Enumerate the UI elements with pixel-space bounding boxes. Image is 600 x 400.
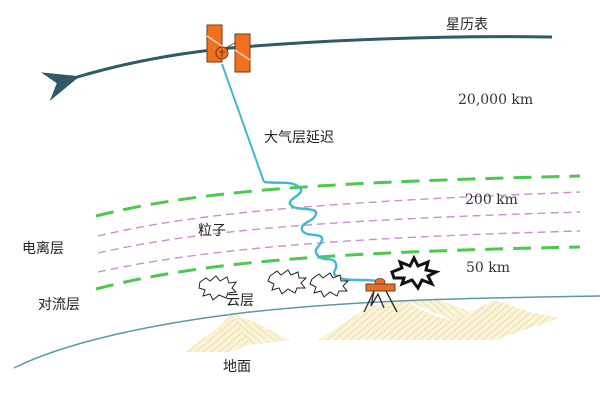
- troposphere-top-altitude-label: 50 km: [466, 260, 511, 276]
- terrain: [185, 300, 560, 352]
- particles-label: 粒子: [198, 223, 226, 239]
- ephemeris-label: 星历表: [446, 17, 488, 33]
- orbit-altitude-label: 20,000 km: [458, 92, 534, 108]
- orbit-arrow: [40, 35, 553, 102]
- earth-surface: [13, 295, 600, 369]
- ground-label: 地面: [223, 359, 251, 375]
- atmosphere-layers: [95, 174, 581, 291]
- multipath-burst-icon: [390, 254, 441, 291]
- signal-path: [221, 63, 383, 284]
- atmospheric-delay-label: 大气层延迟: [264, 130, 334, 146]
- satellite-icon: [206, 24, 251, 73]
- ionosphere-label: 电离层: [22, 241, 64, 257]
- clouds-icon: [198, 269, 350, 301]
- clouds-label: 云层: [226, 293, 254, 309]
- receiver-icon: [363, 278, 398, 313]
- ionosphere-top-altitude-label: 200 km: [465, 192, 518, 208]
- troposphere-label: 对流层: [38, 297, 80, 313]
